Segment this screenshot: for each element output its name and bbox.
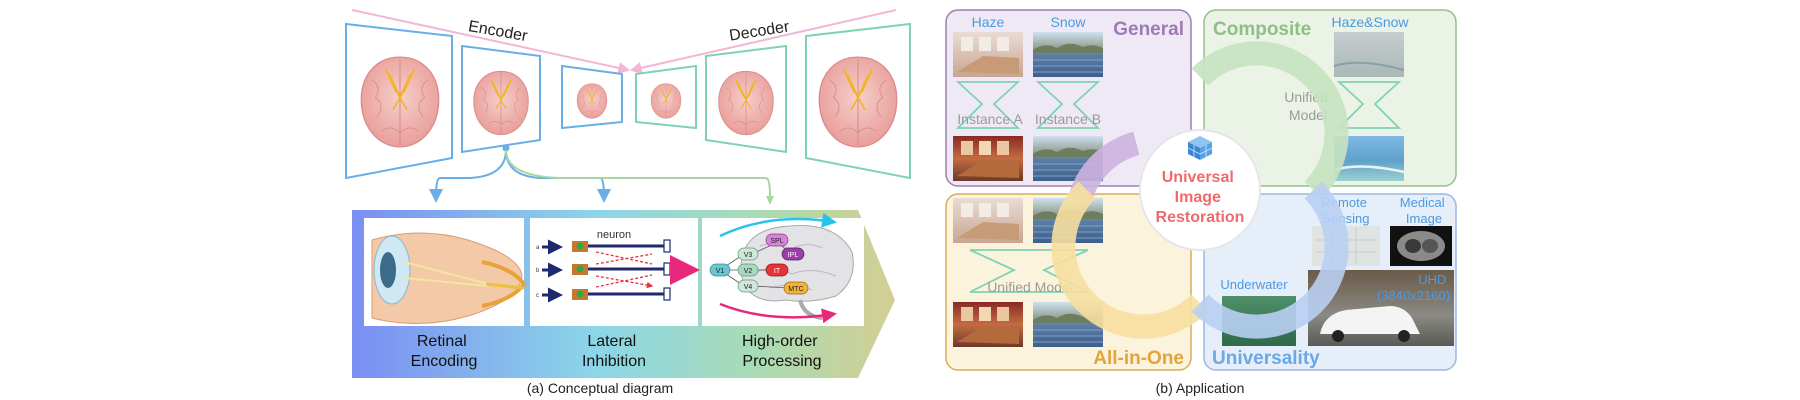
ring-allinone bbox=[1051, 181, 1209, 339]
allinone-haze-output bbox=[953, 302, 1023, 347]
underwater-label: Underwater bbox=[1220, 277, 1288, 292]
connector-node bbox=[502, 144, 510, 152]
center-hub: Universal Image Restoration bbox=[1051, 41, 1349, 339]
instance-b-label: Instance B bbox=[1035, 111, 1101, 127]
node-it-label: IT bbox=[774, 268, 781, 275]
caption-b: (b) Application bbox=[1156, 380, 1245, 396]
composite-hazesnow-label: Haze&Snow bbox=[1331, 14, 1409, 30]
general-title: General bbox=[1113, 19, 1184, 40]
neuron-row-a: a bbox=[536, 239, 671, 255]
ventral-stream-arrow bbox=[719, 302, 837, 324]
allinone-model-label: Unified Model bbox=[987, 279, 1073, 295]
neuron-rows: a b c bbox=[536, 239, 700, 303]
general-snow-label: Snow bbox=[1050, 14, 1086, 30]
node-mtc bbox=[783, 281, 809, 295]
uhd-label: UHD (3840x2160) bbox=[1377, 272, 1450, 303]
composite-unified-network bbox=[1336, 81, 1402, 129]
allinone-title: All-in-One bbox=[1093, 348, 1184, 369]
connector-lines bbox=[429, 144, 774, 205]
stage-label-highorder: High-order Processing bbox=[742, 333, 822, 370]
instance-a-network bbox=[955, 81, 1021, 129]
ring-composite bbox=[1191, 41, 1349, 199]
node-spl bbox=[765, 233, 789, 247]
brain-image bbox=[650, 83, 682, 119]
haze-output-image bbox=[953, 136, 1023, 181]
node-v1 bbox=[709, 263, 731, 277]
eye-illustration bbox=[371, 232, 527, 324]
dorsal-stream-arrow bbox=[719, 212, 837, 238]
brain-image bbox=[472, 70, 530, 136]
brain-image bbox=[576, 83, 608, 119]
universality-title: Universality bbox=[1212, 348, 1320, 369]
node-v3-label: V3 bbox=[744, 252, 753, 259]
snow-input-image bbox=[1033, 32, 1103, 77]
caption-a: (a) Conceptual diagram bbox=[527, 380, 673, 396]
hazesnow-input-image bbox=[1334, 32, 1404, 77]
neuron-row-c: c bbox=[536, 287, 671, 303]
brain-image bbox=[818, 55, 898, 149]
connector-lateral bbox=[505, 149, 611, 203]
allinone-haze-input bbox=[953, 198, 1023, 243]
connector-arrowhead bbox=[766, 196, 774, 205]
brain-image bbox=[360, 55, 440, 149]
cube-icon bbox=[1187, 136, 1213, 160]
encoder-arrow bbox=[351, 9, 631, 74]
encoder-decoder: Encoder Decoder bbox=[345, 9, 911, 180]
brain-image bbox=[717, 70, 775, 136]
row-letter: a bbox=[536, 245, 540, 251]
composite-title: Composite bbox=[1213, 19, 1311, 40]
node-v2-label: V2 bbox=[744, 268, 753, 275]
stage-band: neuron a b c bbox=[352, 210, 895, 378]
row-letter: c bbox=[536, 293, 539, 299]
general-haze-label: Haze bbox=[972, 14, 1005, 30]
instance-b-network bbox=[1035, 81, 1101, 129]
stage-label-lateral: Lateral Inhibition bbox=[582, 333, 646, 370]
connector-highorder bbox=[505, 149, 771, 197]
visual-nodes: V1 V2 V3 V4 SPL IPL IT MTC bbox=[709, 233, 809, 295]
haze-input-image bbox=[953, 32, 1023, 77]
node-mtc-label: MTC bbox=[788, 286, 803, 293]
center-circle bbox=[1139, 129, 1261, 251]
node-ipl bbox=[781, 247, 805, 261]
node-v4 bbox=[737, 279, 759, 293]
ring-universality bbox=[1191, 181, 1349, 339]
connector-retinal bbox=[429, 149, 507, 203]
node-v1-label: V1 bbox=[716, 268, 725, 275]
instance-a-label: Instance A bbox=[957, 111, 1023, 127]
row-letter: b bbox=[536, 268, 540, 274]
stage-label-retinal: Retinal Encoding bbox=[411, 333, 478, 370]
node-v3 bbox=[737, 247, 759, 261]
neuron-label: neuron bbox=[597, 229, 631, 241]
medical-image-label: Medical Image bbox=[1400, 195, 1448, 226]
node-v4-label: V4 bbox=[744, 284, 753, 291]
node-ipl-label: IPL bbox=[788, 252, 799, 259]
decoder-arrow bbox=[629, 9, 897, 74]
node-it bbox=[765, 263, 789, 277]
node-spl-label: SPL bbox=[770, 238, 783, 245]
center-title: Universal Image Restoration bbox=[1156, 169, 1245, 226]
node-v2 bbox=[737, 263, 759, 277]
